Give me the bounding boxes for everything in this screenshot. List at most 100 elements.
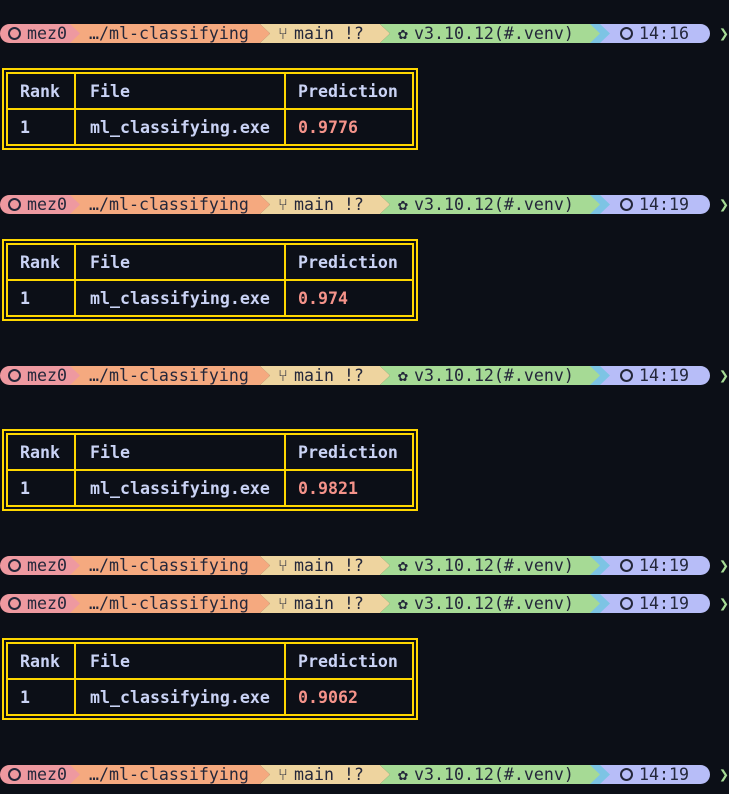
time-label: 14:19 — [639, 556, 689, 575]
cell-prediction: 0.974 — [284, 279, 414, 317]
user-segment: mez0 — [0, 765, 82, 784]
git-branch-icon: ⑂ — [278, 556, 288, 575]
python-icon: ✿ — [398, 24, 408, 43]
cell-file: ml_classifying.exe — [74, 469, 286, 507]
os-icon — [8, 198, 21, 211]
shell-prompt: mez0 …/ml-classifying ⑂main !? ✿v3.10.12… — [0, 195, 729, 214]
clock-icon — [620, 597, 633, 610]
header-file: File — [74, 72, 286, 110]
branch-label: main !? — [293, 765, 364, 784]
user-label: mez0 — [27, 24, 67, 43]
python-version: v3.10.12(#.venv) — [414, 594, 574, 613]
table-row: 1 ml_classifying.exe 0.9062 — [6, 678, 414, 716]
git-branch-icon: ⑂ — [278, 594, 288, 613]
table-row: 1 ml_classifying.exe 0.9776 — [6, 108, 414, 146]
time-segment: 14:19 — [600, 594, 710, 613]
path-segment: …/ml-classifying — [70, 366, 270, 385]
git-branch-icon: ⑂ — [278, 366, 288, 385]
python-segment: ✿ v3.10.12(#.venv) — [380, 765, 602, 784]
results-table: Rank File Prediction 1 ml_classifying.ex… — [2, 429, 418, 511]
time-label: 14:19 — [639, 195, 689, 214]
branch-label: main !? — [293, 556, 364, 575]
branch-label: main !? — [293, 195, 364, 214]
cell-prediction: 0.9821 — [284, 469, 414, 507]
cell-file: ml_classifying.exe — [74, 279, 286, 317]
path-segment: …/ml-classifying — [70, 765, 270, 784]
time-segment: 14:19 — [600, 366, 710, 385]
cell-file: ml_classifying.exe — [74, 108, 286, 146]
python-version: v3.10.12(#.venv) — [414, 556, 574, 575]
time-segment: 14:19 — [600, 765, 710, 784]
python-segment: ✿ v3.10.12(#.venv) — [380, 24, 602, 43]
time-segment: 14:19 — [600, 556, 710, 575]
python-icon: ✿ — [398, 594, 408, 613]
prompt-chevron: ❯ — [719, 366, 729, 385]
time-label: 14:19 — [639, 594, 689, 613]
git-segment: ⑂main !? — [260, 366, 390, 385]
time-segment: 14:19 — [600, 195, 710, 214]
cell-file: ml_classifying.exe — [74, 678, 286, 716]
header-prediction: Prediction — [284, 72, 414, 110]
os-icon — [8, 597, 21, 610]
python-segment: ✿v3.10.12(#.venv) — [380, 366, 602, 385]
path-segment: …/ml-classifying — [70, 24, 270, 43]
results-table: Rank File Prediction 1 ml_classifying.ex… — [2, 638, 418, 720]
os-icon — [8, 27, 21, 40]
clock-icon — [620, 27, 633, 40]
git-segment: ⑂ main !? — [260, 556, 390, 575]
header-rank: Rank — [6, 243, 76, 281]
python-icon: ✿ — [398, 765, 408, 784]
path-segment: …/ml-classifying — [70, 195, 270, 214]
path-label: …/ml-classifying — [89, 24, 249, 43]
path-label: …/ml-classifying — [89, 366, 249, 385]
python-version: v3.10.12(#.venv) — [414, 24, 574, 43]
prompt-chevron: ❯ — [719, 24, 729, 43]
cell-rank: 1 — [6, 108, 76, 146]
os-icon — [8, 369, 21, 382]
results-table: Rank File Prediction 1 ml_classifying.ex… — [2, 239, 418, 321]
git-segment: ⑂ main !? — [260, 765, 390, 784]
python-icon: ✿ — [398, 195, 408, 214]
prompt-chevron: ❯ — [719, 765, 729, 784]
path-label: …/ml-classifying — [89, 594, 249, 613]
python-version: v3.10.12(#.venv) — [414, 765, 574, 784]
cell-rank: 1 — [6, 678, 76, 716]
results-table: Rank File Prediction 1 ml_classifying.ex… — [2, 68, 418, 150]
cell-rank: 1 — [6, 279, 76, 317]
path-label: …/ml-classifying — [89, 556, 249, 575]
header-prediction: Prediction — [284, 243, 414, 281]
header-prediction: Prediction — [284, 433, 414, 471]
header-file: File — [74, 433, 286, 471]
branch-label: main !? — [293, 594, 364, 613]
time-label: 14:19 — [639, 366, 689, 385]
git-branch-icon: ⑂ — [278, 765, 288, 784]
user-segment: mez0 — [0, 24, 82, 43]
cell-rank: 1 — [6, 469, 76, 507]
python-segment: ✿ v3.10.12(#.venv) — [380, 556, 602, 575]
path-segment: …/ml-classifying — [70, 556, 270, 575]
python-icon: ✿ — [398, 366, 408, 385]
time-segment: 14:16 — [600, 24, 710, 43]
user-label: mez0 — [27, 765, 67, 784]
shell-prompt: mez0 …/ml-classifying ⑂ main !? ✿ v3.10.12… — [0, 765, 729, 784]
time-label: 14:19 — [639, 765, 689, 784]
path-segment: …/ml-classifying — [70, 594, 270, 613]
git-segment: ⑂main !? — [260, 24, 390, 43]
table-header-row: Rank File Prediction — [6, 433, 414, 471]
header-file: File — [74, 642, 286, 680]
os-icon — [8, 559, 21, 572]
python-icon: ✿ — [398, 556, 408, 575]
git-branch-icon: ⑂ — [278, 24, 288, 43]
python-segment: ✿v3.10.12(#.venv) — [380, 195, 602, 214]
table-row: 1 ml_classifying.exe 0.974 — [6, 279, 414, 317]
header-rank: Rank — [6, 72, 76, 110]
shell-prompt: mez0 …/ml-classifying ⑂main !? ✿ v3.10.12… — [0, 24, 729, 43]
user-label: mez0 — [27, 594, 67, 613]
prompt-chevron: ❯ — [719, 556, 729, 575]
user-label: mez0 — [27, 195, 67, 214]
user-label: mez0 — [27, 556, 67, 575]
shell-prompt: mez0 …/ml-classifying ⑂ main !? ✿ v3.10.12… — [0, 556, 729, 575]
user-segment: mez0 — [0, 556, 82, 575]
clock-icon — [620, 768, 633, 781]
user-label: mez0 — [27, 366, 67, 385]
